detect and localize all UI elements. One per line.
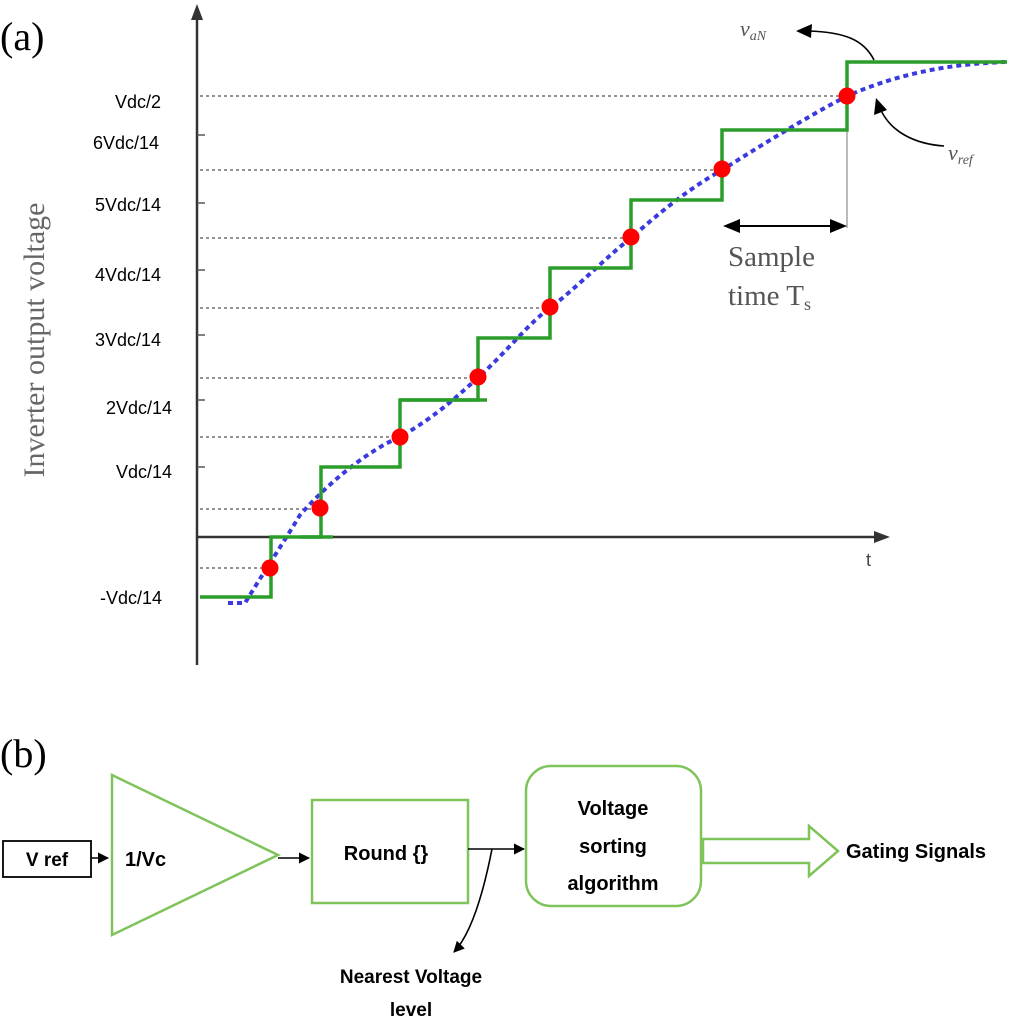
van-label: vaN bbox=[740, 16, 767, 44]
round-block bbox=[310, 798, 470, 905]
sample-points bbox=[261, 87, 856, 577]
sample-point bbox=[541, 298, 559, 316]
sample-time-label-line1: Sample bbox=[728, 241, 815, 273]
sorting-block bbox=[524, 764, 703, 908]
nearest-level-line1: Nearest Voltage bbox=[340, 967, 482, 988]
level-label-4vdc-14: 4Vdc/14 bbox=[95, 265, 161, 285]
sample-point bbox=[311, 499, 329, 517]
staircase-output bbox=[200, 60, 1007, 599]
level-label-neg-vdc-14: -Vdc/14 bbox=[100, 588, 162, 608]
vref-input-box bbox=[2, 840, 92, 878]
level-label-vdc-2: Vdc/2 bbox=[115, 92, 161, 112]
vref-input-label: V ref bbox=[26, 850, 69, 871]
panel-a-label: (a) bbox=[0, 14, 44, 59]
vref-pointer bbox=[879, 107, 945, 147]
panel-b-label: (b) bbox=[0, 731, 47, 776]
sample-time-label-line2: time Ts bbox=[728, 280, 811, 314]
guide-lines bbox=[200, 95, 847, 569]
x-axis-label: t bbox=[866, 550, 871, 570]
output-arrow bbox=[701, 823, 840, 879]
level-label-6vdc-14: 6Vdc/14 bbox=[93, 133, 159, 153]
sample-point bbox=[469, 368, 487, 386]
sorting-line1: Voltage bbox=[578, 798, 649, 820]
reference-curve bbox=[228, 60, 1006, 605]
round-label: Round {} bbox=[344, 843, 429, 865]
gain-block bbox=[110, 773, 281, 937]
level-label-vdc-14: Vdc/14 bbox=[116, 462, 172, 482]
sorting-line2: sorting bbox=[579, 836, 647, 858]
van-pointer bbox=[807, 30, 875, 61]
nearest-level-pointer bbox=[453, 848, 493, 953]
vref-label: vref bbox=[948, 140, 975, 168]
gain-label: 1/Vc bbox=[125, 849, 166, 871]
level-label-5vdc-14: 5Vdc/14 bbox=[95, 195, 161, 215]
sample-time-arrow-right bbox=[830, 219, 847, 233]
sample-point bbox=[713, 160, 731, 178]
panel-a: (a) Inverter output voltage t Vdc/2 6Vdc… bbox=[0, 4, 1007, 665]
y-axis-label: Inverter output voltage bbox=[18, 203, 51, 478]
sample-point bbox=[622, 228, 640, 246]
sample-point bbox=[838, 87, 856, 105]
sample-time-arrow-left bbox=[723, 219, 740, 233]
sorting-line3: algorithm bbox=[567, 873, 658, 895]
level-label-3vdc-14: 3Vdc/14 bbox=[95, 330, 161, 350]
van-pointer-head bbox=[796, 24, 812, 38]
panel-b: (b) V ref 1/Vc Round {} Nearest Voltage … bbox=[0, 731, 986, 1021]
y-axis-arrow bbox=[191, 4, 203, 20]
sample-point bbox=[261, 559, 279, 577]
vref-pointer-head bbox=[874, 98, 887, 115]
nearest-level-line2: level bbox=[390, 1000, 432, 1021]
x-axis-arrow bbox=[874, 531, 890, 543]
sample-point bbox=[391, 428, 409, 446]
level-label-2vdc-14: 2Vdc/14 bbox=[106, 398, 172, 418]
gating-signals-label: Gating Signals bbox=[846, 841, 986, 863]
y-axis-ticks bbox=[197, 134, 205, 468]
